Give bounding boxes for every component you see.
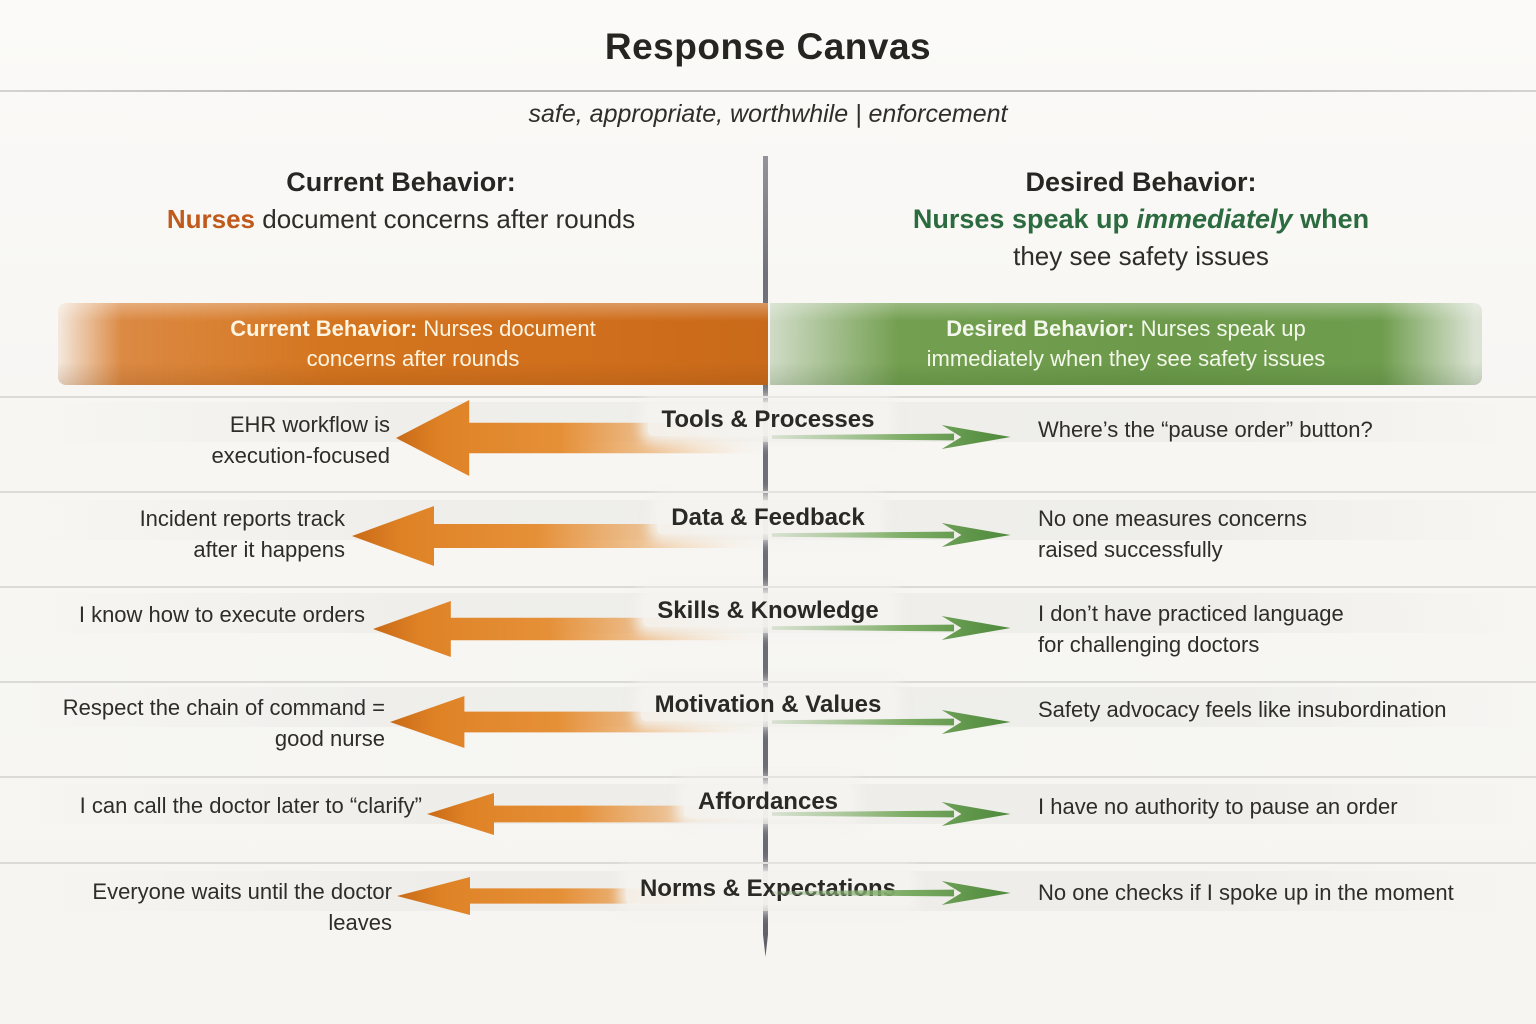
desired-header-label: Desired Behavior: <box>1025 167 1257 197</box>
category-label: Tools & Processes <box>538 403 998 436</box>
desired-state-text: Where’s the “pause order” button? <box>1038 417 1373 442</box>
current-arrow-icon <box>427 793 762 835</box>
current-arrow-icon <box>390 696 762 748</box>
current-arrow-icon <box>352 506 762 566</box>
current-behavior-header: Current Behavior: Nurses document concer… <box>96 164 706 238</box>
current-state-text: Respect the chain of command = good nurs… <box>62 695 385 751</box>
desired-arrow-icon <box>772 425 1011 449</box>
current-state-text: I know how to execute orders <box>78 602 365 627</box>
desired-header-line2: they see safety issues <box>1013 241 1269 271</box>
desired-header-line1-prefix: Nurses speak up <box>912 204 1137 234</box>
category-label: Affordances <box>538 785 998 818</box>
current-state-text: EHR workflow is execution-focused <box>211 412 390 468</box>
desired-state-text: Safety advocacy feels like insubordinati… <box>1038 697 1447 722</box>
desired-banner-bold: Desired Behavior: <box>946 316 1135 341</box>
subtitle: safe, appropriate, worthwhile | enforcem… <box>528 100 1008 128</box>
desired-arrow-icon <box>772 710 1011 734</box>
center-divider <box>763 156 768 957</box>
title-divider <box>0 90 1536 92</box>
row-separator <box>0 776 1536 778</box>
current-header-rest: document concerns after rounds <box>255 204 636 234</box>
desired-state-text: No one measures concerns raised successf… <box>1038 506 1308 562</box>
desired-header-line1-emphasis: immediately <box>1136 204 1293 234</box>
row-separator <box>0 862 1536 864</box>
row-separator <box>0 586 1536 588</box>
category-label: Norms & Expectations <box>538 872 998 905</box>
current-banner-bold: Current Behavior: <box>230 316 418 341</box>
desired-arrow-icon <box>772 523 1011 547</box>
desired-behavior-banner: Desired Behavior: Nurses speak up immedi… <box>770 303 1482 385</box>
desired-arrow-icon <box>772 802 1011 826</box>
desired-behavior-header: Desired Behavior: Nurses speak up immedi… <box>836 164 1446 275</box>
category-label: Data & Feedback <box>538 501 998 534</box>
category-label: Motivation & Values <box>538 688 998 721</box>
page-title: Response Canvas <box>604 26 932 67</box>
desired-state-text: I don’t have practiced language for chal… <box>1038 601 1344 657</box>
row-separator <box>0 396 1536 398</box>
desired-header-line1-suffix: when <box>1292 204 1370 234</box>
current-header-label: Current Behavior: <box>286 167 516 197</box>
desired-state-text: No one checks if I spoke up in the momen… <box>1038 880 1454 905</box>
current-arrow-icon <box>397 877 762 915</box>
current-arrow-icon <box>373 601 762 657</box>
current-behavior-banner: Current Behavior: Nurses document concer… <box>58 303 768 385</box>
current-state-text: I can call the doctor later to “clarify” <box>79 793 422 818</box>
desired-banner-text: Nurses speak up immediately when they se… <box>926 316 1326 371</box>
current-arrow-icon <box>396 400 762 476</box>
current-state-text: Incident reports track after it happens <box>139 506 345 562</box>
desired-state-text: I have no authority to pause an order <box>1038 794 1398 819</box>
current-header-subject: Nurses <box>166 204 256 234</box>
current-state-text: Everyone waits until the doctor leaves <box>92 879 392 935</box>
desired-arrow-icon <box>772 881 1011 905</box>
category-label: Skills & Knowledge <box>538 594 998 627</box>
desired-arrow-icon <box>772 616 1011 640</box>
row-separator <box>0 681 1536 683</box>
current-banner-text: Nurses document concerns after rounds <box>306 316 596 371</box>
row-separator <box>0 491 1536 493</box>
